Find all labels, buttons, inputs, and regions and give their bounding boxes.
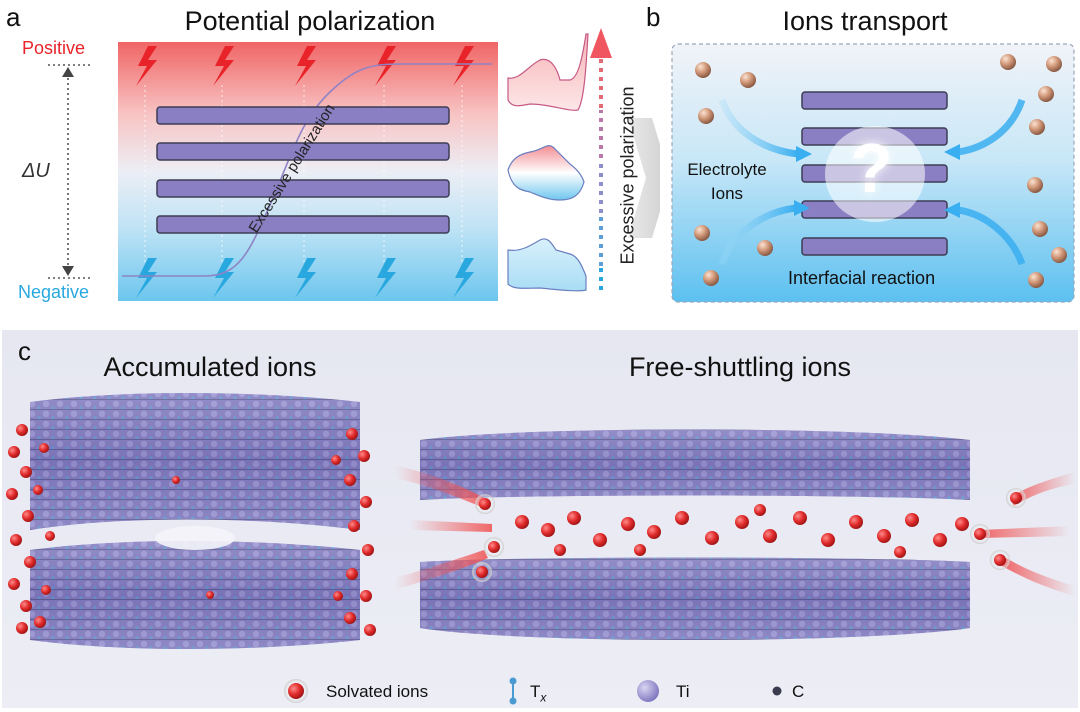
arrow-label: Excessive polarization — [617, 86, 638, 265]
lightning-icon — [136, 46, 157, 86]
mxene-layers — [156, 106, 450, 234]
panel-c-letter: c — [18, 336, 31, 366]
question-mark: ? — [850, 129, 893, 207]
question-glow — [825, 126, 925, 222]
lightning-icon — [295, 258, 316, 298]
lightning-icon — [136, 258, 157, 298]
c-icon — [772, 686, 782, 696]
legend-ti: Ti — [676, 682, 690, 701]
waveform-positive — [507, 33, 589, 111]
accumulated-structure — [6, 393, 376, 649]
legend-tx-sub: x — [540, 690, 547, 705]
positive-label: Positive — [22, 38, 86, 58]
positive-bolts — [136, 46, 474, 86]
free-shuttling-structure — [395, 429, 1075, 640]
electrolyte-ions — [694, 54, 1067, 288]
ti-icon — [637, 680, 659, 702]
lightning-icon — [375, 258, 396, 298]
panel-c-diagram — [6, 393, 1075, 649]
negative-label: Negative — [18, 282, 90, 302]
interfacial-reaction-label: Interfacial reaction — [788, 268, 936, 288]
lightning-icon — [453, 258, 474, 298]
legend-solvated-ions: Solvated ions — [326, 682, 429, 701]
shuttling-ions — [472, 488, 1026, 582]
delta-u-label: ΔU — [22, 160, 50, 182]
lightning-icon — [213, 258, 234, 298]
waveform-mixed — [507, 145, 585, 201]
legend-tx: Tx — [530, 682, 546, 704]
transition-arrow — [628, 118, 660, 238]
lightning-icon — [295, 46, 316, 86]
ion-flow-arrows — [718, 98, 1026, 266]
panel-b-title: Ions transport — [782, 6, 948, 36]
tx-icon — [509, 677, 517, 705]
legend-tx-main: T — [530, 682, 541, 701]
arrow-down-icon — [62, 266, 74, 276]
free-shuttling-ions-title: Free-shuttling ions — [628, 352, 852, 382]
negative-bolts — [136, 258, 474, 298]
arrow-up-icon — [62, 67, 74, 77]
lightning-icon — [375, 46, 396, 86]
solvated-ions-icon — [284, 679, 308, 703]
panel-a-title: Potential polarization — [184, 6, 436, 36]
panel-a-diagram — [48, 28, 660, 301]
arrow-head-icon — [590, 28, 612, 58]
panel-b-diagram — [671, 43, 1075, 303]
delta-u-guides — [48, 64, 92, 279]
waveform-negative — [507, 238, 587, 292]
electrolyte-ions-label: Electrolyte Ions — [687, 160, 767, 203]
panel-b-letter: b — [646, 2, 661, 32]
lightning-icon — [453, 46, 474, 86]
panel-a-letter: a — [6, 2, 21, 32]
legend-c: C — [792, 682, 805, 701]
accumulated-ions-title: Accumulated ions — [103, 352, 317, 382]
potential-gradient-box — [118, 42, 498, 301]
lightning-icon — [213, 46, 234, 86]
